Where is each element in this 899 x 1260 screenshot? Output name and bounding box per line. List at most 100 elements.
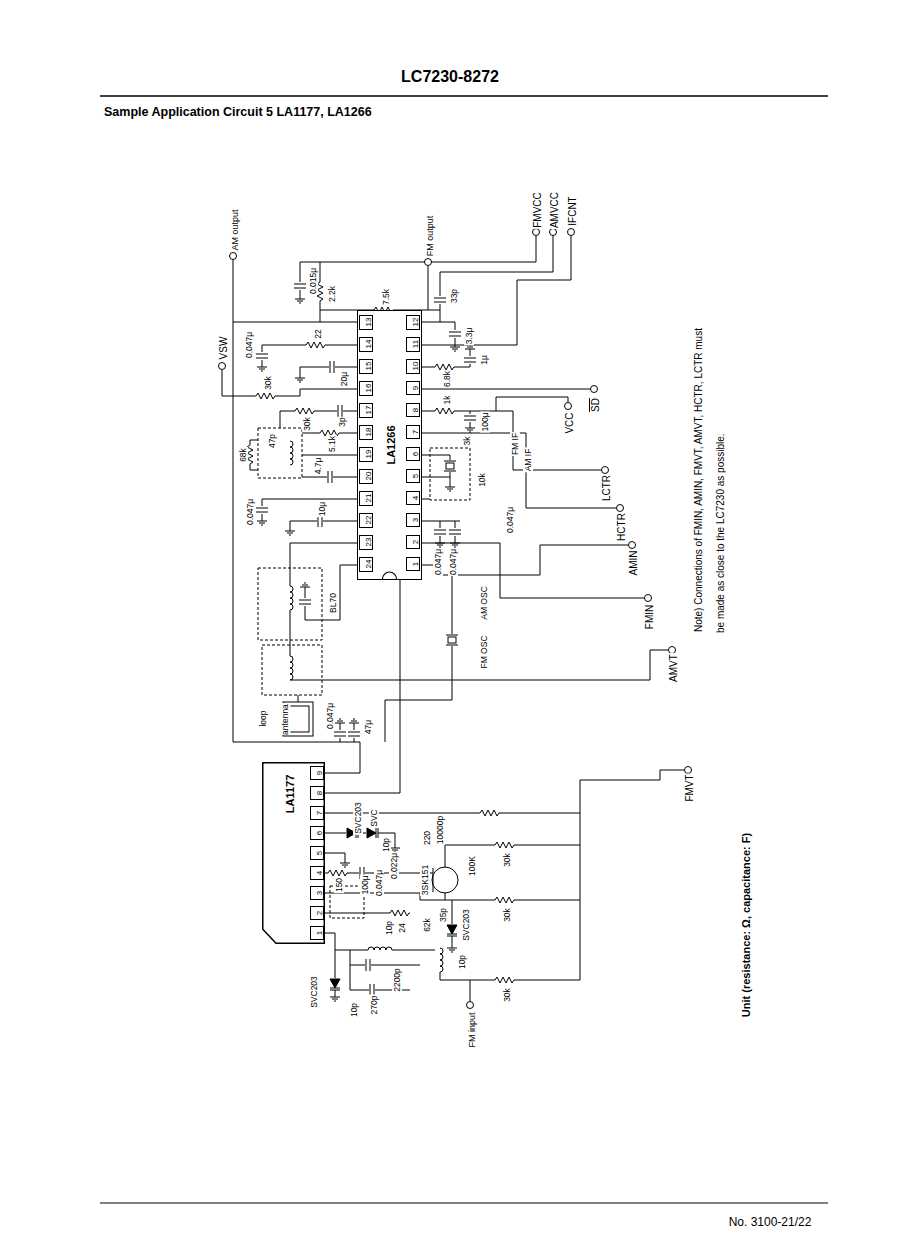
wire (455, 338, 456, 344)
label-holder: 2200p (387, 967, 403, 993)
capacitor-symbol (255, 353, 269, 359)
pin-number: 5 (315, 850, 324, 856)
header-code: LC7230-8272 (400, 68, 500, 85)
pin-number-box: 3 (310, 886, 324, 900)
text-holder: 9 (405, 385, 421, 391)
text-holder: 21 (358, 493, 374, 504)
pin-number: 5 (411, 473, 420, 479)
component-value: 10p (349, 1002, 359, 1018)
wire (445, 893, 446, 900)
text-holder: 15 (358, 361, 374, 372)
text-holder: 19 (358, 449, 374, 460)
wire (455, 536, 456, 540)
part-name: BL70 (328, 592, 338, 614)
resistor-symbol (495, 976, 515, 984)
label-holder: 0.047μ (240, 498, 256, 526)
coil-symbol (285, 586, 295, 610)
label-holder: loop antenna (250, 699, 293, 739)
capacitor-symbol (448, 529, 462, 535)
wire (262, 514, 263, 518)
label-holder: 4.7μ (308, 457, 324, 476)
pin-number-box: 8 (310, 786, 324, 800)
pin-number: 9 (315, 770, 324, 776)
terminal-name: FM output (425, 215, 435, 258)
component-value: 3p (337, 416, 347, 427)
terminal-circle (230, 253, 237, 260)
label-holder: VCC (560, 411, 576, 434)
pin-number: 20 (364, 471, 373, 482)
terminal-circle (425, 259, 432, 266)
text-holder: 2 (405, 539, 421, 545)
wire (422, 455, 450, 460)
label-holder: 10p (379, 920, 395, 936)
wire (305, 606, 322, 620)
terminal-name: AMVCC (549, 191, 560, 229)
wire (422, 304, 440, 322)
component-value: 0.015μ (308, 267, 318, 295)
pin-number-box: 5 (406, 469, 420, 483)
wire (300, 290, 301, 296)
pin-number-box: 8 (406, 403, 420, 417)
label-holder: 47p (262, 433, 278, 449)
wire (422, 543, 644, 598)
component-value: 10p (381, 837, 391, 853)
terminal-name: SD (590, 397, 601, 413)
component-value: 220 (422, 830, 432, 846)
wire (233, 322, 357, 323)
pin-number-box: 16 (359, 381, 373, 396)
crystal-symbol (445, 634, 459, 646)
component-value: 150 (334, 877, 344, 893)
label-holder: FM IF (505, 432, 521, 456)
label-holder: Unit (resistance: Ω, capacitance: F) (737, 832, 753, 1018)
label-holder: 100μ (355, 874, 371, 895)
pin-number-box: 18 (359, 425, 373, 440)
label-holder: 10p (376, 837, 392, 853)
text-holder: 3 (309, 890, 325, 896)
terminal-circle (568, 229, 575, 236)
pin-number-box: 5 (310, 846, 324, 860)
wire (290, 521, 357, 528)
terminal-circle (467, 1002, 474, 1009)
label-holder: 150 (329, 877, 345, 893)
label-holder: 30k (297, 416, 313, 432)
component-value: 0.022μ (389, 852, 399, 880)
resistor-symbol (480, 809, 500, 817)
wire (325, 853, 345, 860)
text-holder: 17 (358, 405, 374, 416)
varactor-symbol (366, 827, 378, 839)
ic-outline-shape (263, 763, 325, 944)
wire (100, 1203, 828, 1204)
capacitor-symbol (433, 297, 447, 303)
coil-symbol (368, 945, 392, 955)
wire (580, 780, 581, 980)
pin-number: 23 (364, 537, 373, 548)
label-holder: 3k (457, 436, 473, 447)
terminal-name: FM input (467, 1011, 477, 1048)
signal-name: AM OSC (479, 585, 489, 621)
wire (262, 499, 357, 506)
text-holder: 2 (309, 910, 325, 916)
pin-number-box: 6 (310, 826, 324, 840)
signal-name: FM IF (510, 432, 520, 456)
wire (335, 950, 336, 978)
capacitor-symbol (298, 599, 312, 605)
label-holder: 30k (497, 852, 513, 868)
pin-number: 2 (411, 539, 420, 545)
signal-name: FM OSC (479, 634, 489, 669)
text-holder: 11 (405, 339, 421, 349)
label-holder: FMIN (640, 604, 656, 630)
label-holder: 5.1k (322, 435, 338, 453)
varactor-symbol (446, 924, 458, 936)
wire (440, 521, 441, 528)
label-holder: 3.3μ (459, 327, 475, 346)
label-holder: 10p (452, 954, 468, 970)
wire (470, 352, 471, 356)
ground-symbol (465, 345, 475, 352)
component-value: 24 (397, 922, 407, 933)
capacitor-symbol (255, 507, 269, 513)
terminal-circle (685, 767, 692, 774)
wire (440, 536, 441, 540)
pin-number: 4 (315, 870, 324, 876)
